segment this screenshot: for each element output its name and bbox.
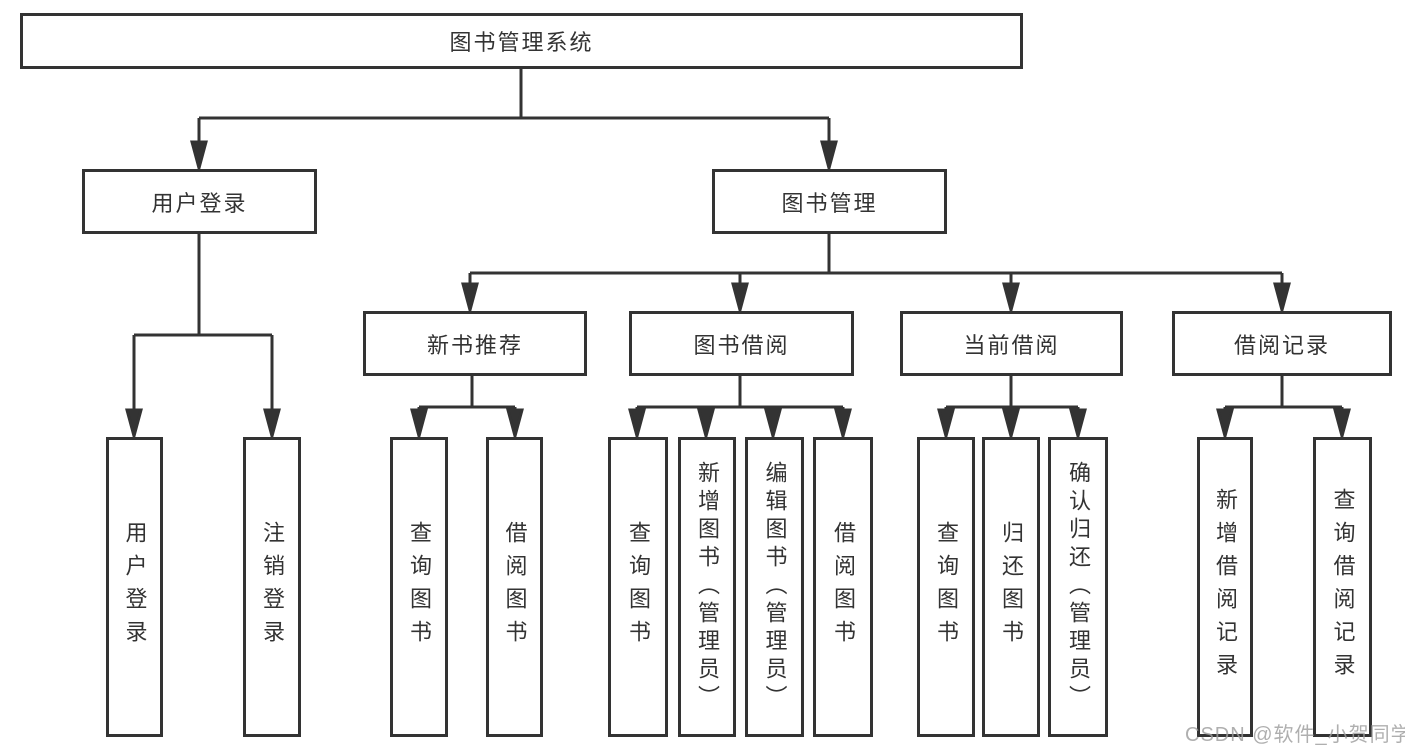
node-label: 注销登录 — [260, 521, 285, 653]
node-label: 新书推荐 — [426, 332, 523, 358]
arrowhead — [1069, 408, 1087, 442]
node-label: 图书借阅 — [693, 332, 790, 358]
leaf-bb-add-books-admin: 新增图书（管理员） — [678, 437, 736, 737]
arrowhead — [820, 140, 838, 174]
arrowhead — [1273, 282, 1291, 316]
leaf-bb-edit-books-admin: 编辑图书（管理员） — [745, 437, 804, 737]
arrowhead — [937, 408, 955, 442]
csdn-watermark: CSDN @软件_小贺同学 — [1185, 724, 1405, 746]
leaf-cb-confirm-return-admin: 确认归还（管理员） — [1048, 437, 1108, 737]
arrowhead — [506, 408, 524, 442]
node-label: 借阅记录 — [1233, 332, 1330, 358]
arrowhead — [834, 408, 852, 442]
leaf-logout: 注销登录 — [243, 437, 301, 737]
leaf-bb-query-books: 查询图书 — [608, 437, 668, 737]
arrowhead — [731, 282, 749, 316]
node-label: 查询借阅记录 — [1330, 488, 1356, 686]
node-label: 图书管理 — [781, 190, 878, 216]
node-label: 当前借阅 — [963, 332, 1060, 358]
arrowhead — [628, 408, 646, 442]
leaf-user-login: 用户登录 — [106, 437, 163, 737]
arrowhead — [263, 408, 281, 442]
node-label: 新增图书（管理员） — [695, 461, 720, 713]
leaf-bb-borrow-books: 借阅图书 — [813, 437, 873, 737]
node-new-book-recommendation: 新书推荐 — [363, 311, 587, 376]
node-borrowing-records: 借阅记录 — [1172, 311, 1392, 376]
node-label: 归还图书 — [999, 521, 1024, 653]
node-label: 借阅图书 — [831, 521, 856, 653]
arrowhead — [190, 140, 208, 174]
node-current-borrowing: 当前借阅 — [900, 311, 1123, 376]
leaf-cb-query-books: 查询图书 — [917, 437, 975, 737]
node-book-borrowing: 图书借阅 — [629, 311, 854, 376]
leaf-br-query-record: 查询借阅记录 — [1313, 437, 1372, 737]
node-label: 查询图书 — [934, 521, 959, 653]
node-label: 查询图书 — [407, 521, 432, 653]
leaf-cb-return-books: 归还图书 — [982, 437, 1040, 737]
node-label: 借阅图书 — [502, 521, 528, 653]
node-label: 确认归还（管理员） — [1066, 461, 1091, 713]
node-library-management-system: 图书管理系统 — [20, 13, 1023, 69]
arrowhead — [1333, 408, 1351, 442]
node-label: 图书管理系统 — [449, 30, 594, 55]
leaf-nbr-borrow-books: 借阅图书 — [486, 437, 543, 737]
node-user-login: 用户登录 — [82, 169, 317, 234]
node-label: 用户登录 — [151, 190, 248, 216]
node-label: 查询图书 — [626, 521, 651, 653]
node-label: 编辑图书（管理员） — [762, 461, 788, 713]
node-label: 用户登录 — [122, 521, 148, 653]
arrowhead — [1002, 408, 1020, 442]
arrowhead — [697, 408, 715, 442]
arrowhead — [461, 282, 479, 316]
arrowhead — [410, 408, 428, 442]
arrowhead — [125, 408, 143, 442]
arrowhead — [1002, 282, 1020, 316]
leaf-br-add-record: 新增借阅记录 — [1197, 437, 1253, 737]
leaf-nbr-query-books: 查询图书 — [390, 437, 448, 737]
arrowhead — [1216, 408, 1234, 442]
node-label: 新增借阅记录 — [1213, 488, 1238, 686]
node-book-management: 图书管理 — [712, 169, 947, 234]
arrowhead — [764, 408, 782, 442]
